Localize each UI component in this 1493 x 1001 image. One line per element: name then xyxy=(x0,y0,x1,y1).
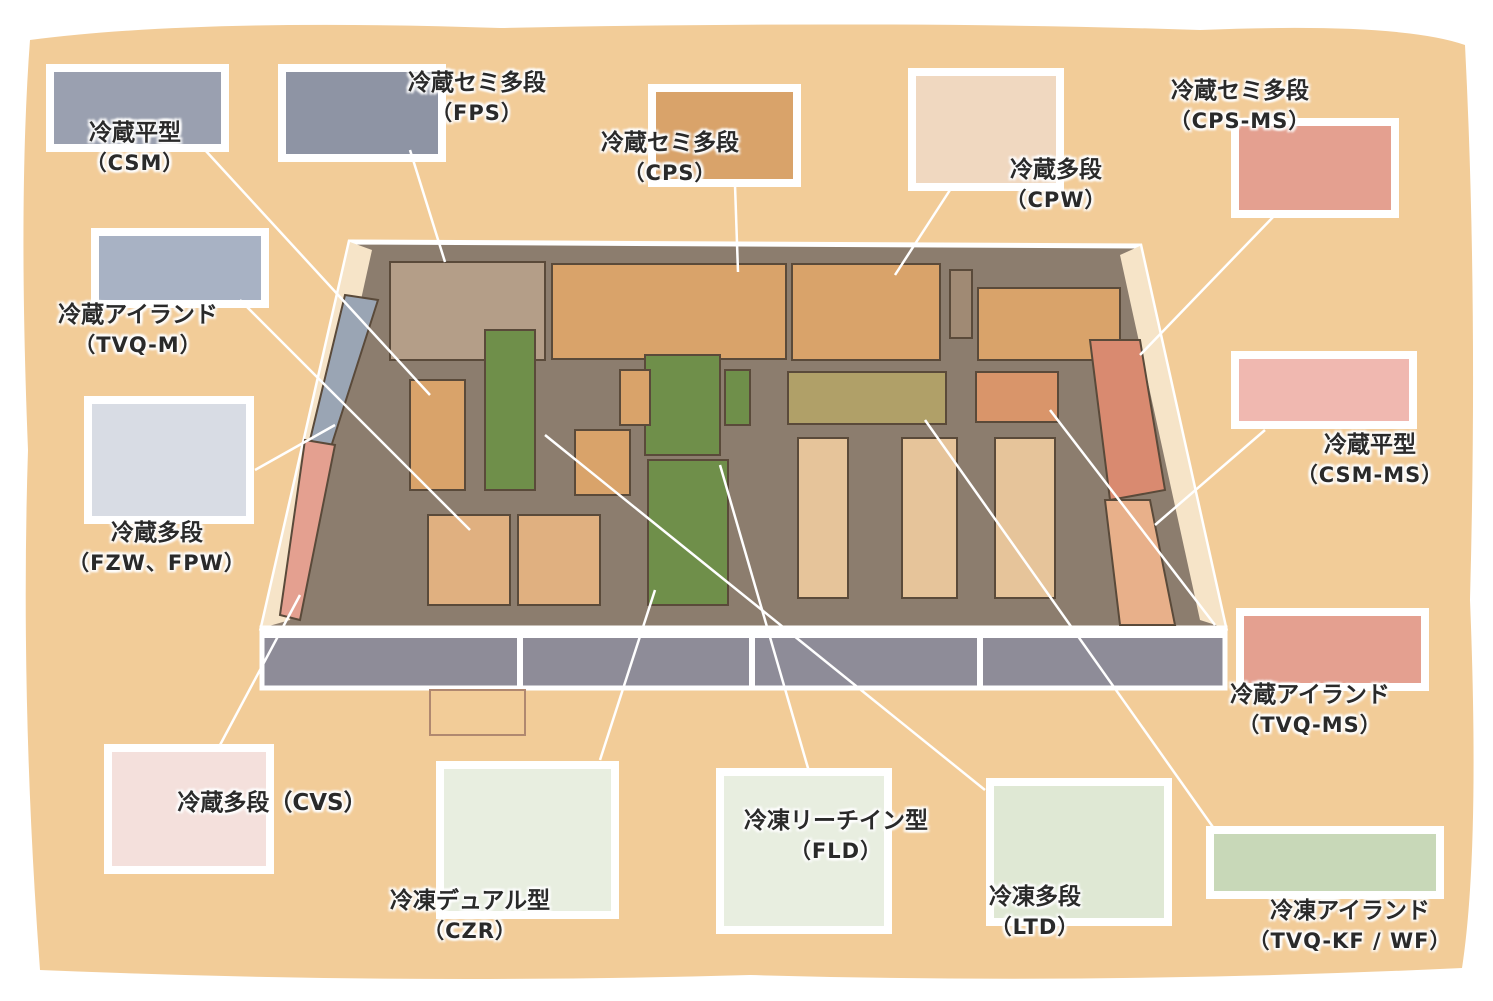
label-name: 冷蔵セミ多段 xyxy=(408,70,546,96)
label-code: （TVQ-MS） xyxy=(1238,713,1382,737)
label-cps: 冷蔵セミ多段 （CPS） xyxy=(601,128,739,188)
label-tvq-ms: 冷蔵アイランド （TVQ-MS） xyxy=(1230,680,1390,740)
label-code: （CZR） xyxy=(423,919,517,943)
label-name: 冷蔵多段（CVS） xyxy=(177,790,367,816)
store-right-wall xyxy=(1120,246,1225,628)
label-name: 冷凍デュアル型 xyxy=(389,888,551,914)
label-fzw-fpw: 冷蔵多段 （FZW、FPW） xyxy=(68,518,246,578)
label-cvs: 冷蔵多段（CVS） xyxy=(177,788,366,818)
label-name: 冷蔵多段 xyxy=(110,520,203,546)
shopping-cart xyxy=(429,689,526,736)
label-code: （CPW） xyxy=(1005,188,1107,212)
label-ltd: 冷凍多段 （LTD） xyxy=(989,882,1081,942)
front-wall-pillars xyxy=(517,630,983,688)
label-code: （CSM） xyxy=(85,151,185,175)
label-fps: 冷蔵セミ多段 （FPS） xyxy=(408,68,546,128)
label-tvq-m: 冷蔵アイランド （TVQ-M） xyxy=(58,300,218,360)
label-name: 冷蔵平型 xyxy=(88,120,181,146)
label-cps-ms: 冷蔵セミ多段 （CPS-MS） xyxy=(1170,76,1311,136)
label-name: 冷蔵アイランド xyxy=(58,302,218,328)
label-csm-ms: 冷蔵平型 （CSM-MS） xyxy=(1297,430,1444,490)
label-name: 冷凍アイランド xyxy=(1270,898,1430,924)
label-code: （LTD） xyxy=(990,915,1080,939)
label-name: 冷蔵平型 xyxy=(1324,432,1416,458)
label-fld: 冷凍リーチイン型 （FLD） xyxy=(744,806,928,866)
label-name: 冷蔵セミ多段 xyxy=(1170,78,1309,104)
label-tvq-kf-wf: 冷凍アイランド （TVQ-KF / WF） xyxy=(1249,896,1452,956)
label-code: （CSM-MS） xyxy=(1296,463,1444,487)
label-name: 冷蔵多段 xyxy=(1010,157,1102,183)
label-code: （FPS） xyxy=(431,101,523,125)
label-csm: 冷蔵平型 （CSM） xyxy=(86,118,185,178)
leader-lines xyxy=(204,149,1276,831)
front-wall-top-edge xyxy=(262,628,1225,638)
label-name: 冷蔵アイランド xyxy=(1230,682,1390,708)
label-code: （CPS-MS） xyxy=(1169,109,1311,133)
label-czr: 冷凍デュアル型 （CZR） xyxy=(390,886,550,946)
fixtures xyxy=(278,261,1177,626)
label-name: 冷蔵セミ多段 xyxy=(601,130,739,156)
label-code: （TVQ-KF / WF） xyxy=(1248,929,1452,953)
product-thumbnails xyxy=(46,64,1444,934)
label-name: 冷凍リーチイン型 xyxy=(744,808,928,834)
label-name: 冷凍多段 xyxy=(989,884,1081,910)
label-code: （FZW、FPW） xyxy=(68,551,246,575)
label-code: （FLD） xyxy=(789,839,883,863)
label-cpw: 冷蔵多段 （CPW） xyxy=(1006,155,1107,215)
label-code: （CPS） xyxy=(623,161,717,185)
label-code: （TVQ-M） xyxy=(74,333,202,357)
